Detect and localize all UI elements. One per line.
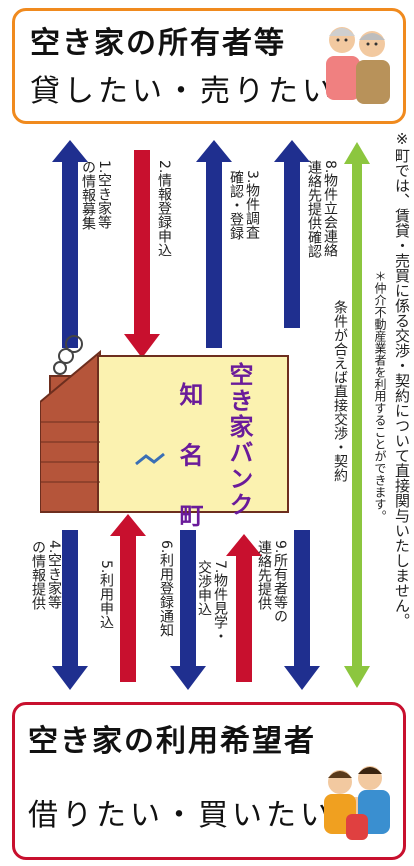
step-8-label: 8.物件立会連絡連絡先提供確認 [306, 160, 338, 258]
arrow-step-1 [52, 140, 88, 348]
akiya-bank-house [40, 335, 289, 513]
arrow-step-4 [52, 530, 88, 690]
owner-title: 空き家の所有者等 [30, 26, 286, 61]
step-3-label: 3.物件調査確認・登録 [228, 170, 260, 240]
arrow-step-2 [124, 150, 160, 358]
arrow-step-7 [226, 534, 262, 682]
arrow-step-8 [274, 140, 310, 328]
bank-name: 空き家バンク [225, 362, 253, 518]
agent-note: ＊仲介不動産業者を利用することができます。 [373, 270, 387, 522]
arrow-step-6 [170, 530, 206, 690]
arrow-step-5 [110, 514, 146, 682]
step-1-label: 1.空き家等の情報募集 [80, 160, 112, 230]
owner-subtitle: 貸したい・売りたい [30, 74, 336, 109]
footer-note: ※町では、賃貸・売買に係る交渉・契約について直接関与いたしません。 [393, 130, 411, 628]
elderly-couple-icon [318, 14, 396, 116]
arrow-step-9 [284, 530, 320, 690]
arrow-contract [344, 142, 370, 688]
bank-town: 知 名 町 [175, 382, 203, 541]
user-subtitle: 借りたい・買いたい [28, 798, 334, 833]
step-7-label: 7.物件見学・交渉申込 [196, 560, 228, 644]
step-4-label: 4.空き家等の情報提供 [30, 540, 62, 610]
family-icon [318, 760, 398, 850]
arrow-step-3 [196, 140, 232, 348]
step-2-label: 2.情報登録申込 [156, 160, 172, 258]
step-9-label: 9.所有者等の連絡先提供 [256, 540, 288, 624]
step-5-label: 5.利用申込 [98, 560, 114, 630]
step-6-label: 6.利用登録通知 [158, 540, 174, 638]
contract-note: 条件が合えば直接交渉・契約 [332, 300, 348, 482]
user-title: 空き家の利用希望者 [28, 724, 316, 759]
